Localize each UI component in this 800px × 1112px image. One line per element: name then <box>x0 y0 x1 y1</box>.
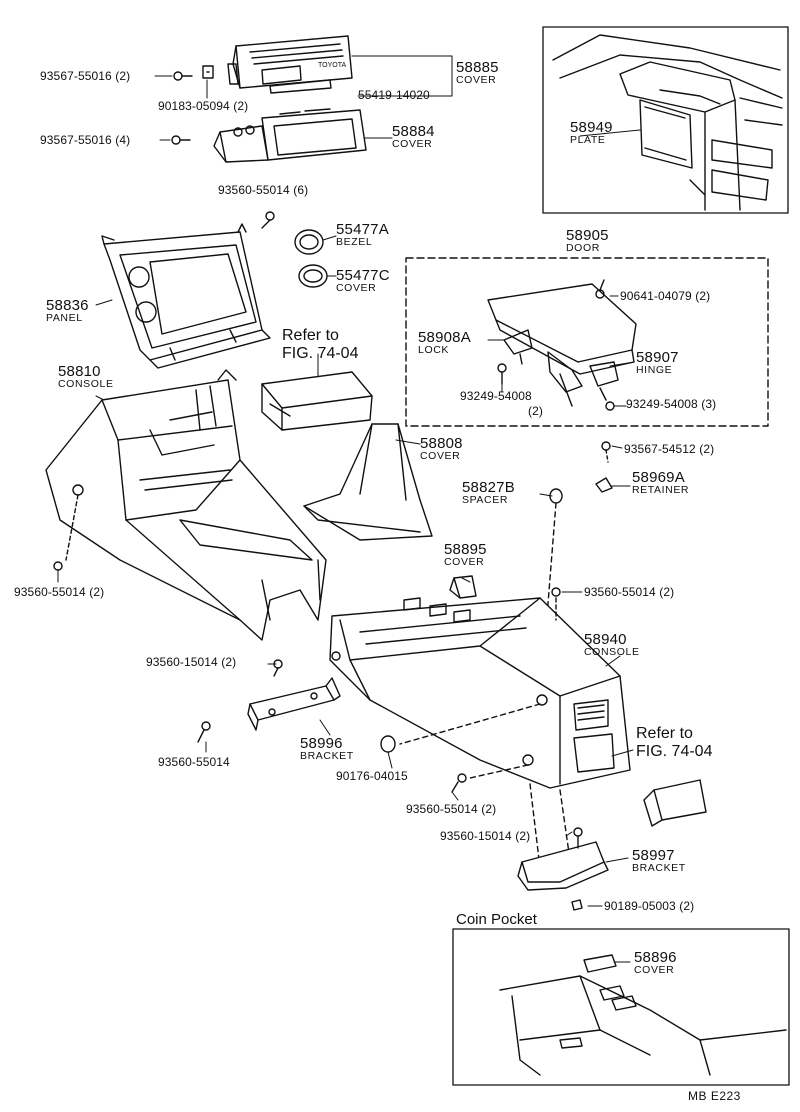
part-name: RETAINER <box>632 484 690 496</box>
bezel-rings <box>294 229 328 288</box>
ashtray-insert-drawing <box>261 371 373 431</box>
part-number: 58949 <box>570 119 613 136</box>
part-number: 58896 <box>634 949 677 966</box>
part-number: 58884 <box>392 123 435 140</box>
part-number: 58885 <box>456 59 499 76</box>
part-number: 58836 <box>46 297 89 314</box>
part-name: COVER <box>420 450 461 462</box>
part-name: DOOR <box>566 242 600 254</box>
part-name: SPACER <box>462 494 508 506</box>
toyota-mark: TOYOTA <box>318 62 346 69</box>
part-number: 55477C <box>336 267 390 284</box>
part-number: 58908A <box>418 329 471 346</box>
part-number: 58997 <box>632 847 675 864</box>
fastener-label: 93567-54512 (2) <box>624 442 715 456</box>
part-number: 58969A <box>632 469 685 486</box>
cover-58895-drawing <box>449 575 477 599</box>
part-number: 55477A <box>336 221 389 238</box>
part-name: BRACKET <box>300 750 354 762</box>
bracket-58997-drawing <box>517 827 609 911</box>
console-58940-drawing <box>329 587 631 869</box>
bracket-58996-drawing <box>197 659 467 793</box>
coin-pocket-title: Coin Pocket <box>456 911 537 928</box>
part-number: 58827B <box>462 479 515 496</box>
refer-line2: FIG. 74-04 <box>636 743 713 760</box>
cover-58885-drawing <box>227 35 353 94</box>
shift-boot-58808-drawing <box>303 423 433 541</box>
part-name: CONSOLE <box>584 646 640 658</box>
part-name: CONSOLE <box>58 378 114 390</box>
fastener-label: 93560-55014 <box>158 755 230 769</box>
part-name: HINGE <box>636 364 673 376</box>
ashtray-insert-right-drawing <box>643 779 707 827</box>
part-number: 58907 <box>636 349 679 366</box>
part-number: 58940 <box>584 631 627 648</box>
fastener-label: 90176-04015 <box>336 769 408 783</box>
fastener-label: 93560-15014 (2) <box>146 655 237 669</box>
fastener-label: (2) <box>528 404 543 418</box>
fastener-label: 90641-04079 (2) <box>620 289 711 303</box>
fastener-label: 90183-05094 (2) <box>158 99 249 113</box>
inset-plate-view <box>542 26 789 214</box>
fastener-label: 93560-55014 (6) <box>218 183 309 197</box>
part-name: PLATE <box>570 134 606 146</box>
part-number: 58895 <box>444 541 487 558</box>
fastener-label: 90189-05003 (2) <box>604 899 695 913</box>
refer-line1: Refer to <box>636 725 693 742</box>
fastener-label: 55419-14020 <box>358 88 430 102</box>
part-number: 58808 <box>420 435 463 452</box>
console-58810-drawing <box>45 369 327 641</box>
fastener-label: 93249-54008 <box>460 389 532 403</box>
fastener-label: 93249-54008 (3) <box>626 397 717 411</box>
part-name: COVER <box>456 74 497 86</box>
part-name: BEZEL <box>336 236 373 248</box>
refer-line2: FIG. 74-04 <box>282 345 359 362</box>
coin-pocket-inset <box>452 928 790 1086</box>
part-name: COVER <box>336 282 377 294</box>
refer-line1: Refer to <box>282 327 339 344</box>
panel-58836-drawing <box>101 223 271 369</box>
part-number: 58905 <box>566 227 609 244</box>
part-number: 58996 <box>300 735 343 752</box>
fastener-label: 93560-55014 (2) <box>14 585 105 599</box>
cover-58884-drawing <box>213 108 367 163</box>
fastener-label: 93560-15014 (2) <box>440 829 531 843</box>
part-name: COVER <box>392 138 433 150</box>
part-name: COVER <box>634 964 675 976</box>
part-name: PANEL <box>46 312 83 324</box>
fastener-label: 93560-55014 (2) <box>406 802 497 816</box>
part-name: LOCK <box>418 344 449 356</box>
part-number: 58810 <box>58 363 101 380</box>
fastener-label: 93560-55014 (2) <box>584 585 675 599</box>
part-name: COVER <box>444 556 485 568</box>
fastener-label: 93567-55016 (2) <box>40 69 131 83</box>
leader-lines <box>57 55 641 963</box>
screw-icons-top <box>171 65 275 229</box>
part-name: BRACKET <box>632 862 686 874</box>
figure-code: MB E223 <box>688 1089 741 1103</box>
fastener-label: 93567-55016 (4) <box>40 133 131 147</box>
